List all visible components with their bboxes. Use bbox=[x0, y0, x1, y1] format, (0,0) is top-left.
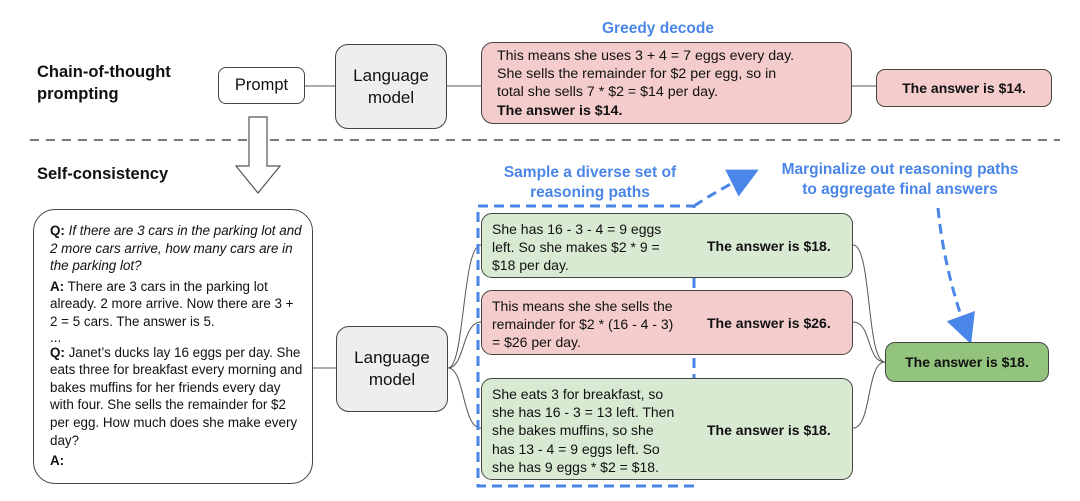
model-to-path3-curve bbox=[447, 367, 482, 429]
a1-prefix: A: bbox=[50, 278, 65, 294]
q1-prefix: Q: bbox=[50, 223, 65, 238]
marginalize-title: Marginalize out reasoning paths to aggre… bbox=[781, 161, 1019, 198]
hollow-down-arrow-icon bbox=[234, 116, 282, 194]
greedy-output-box: This means she uses 3 + 4 = 7 eggs every… bbox=[481, 42, 852, 124]
q1-text: If there are 3 cars in the parking lot a… bbox=[50, 223, 302, 274]
cot-section-label: Chain-of-thought prompting bbox=[37, 63, 171, 103]
language-model-label-bottom: Language model bbox=[354, 348, 430, 389]
model-to-path2-curve bbox=[447, 321, 482, 369]
q2-text: Janet’s ducks lay 16 eggs per day. She e… bbox=[50, 344, 303, 448]
self-consistency-section-label: Self-consistency bbox=[37, 165, 169, 183]
a2-prefix: A: bbox=[50, 453, 65, 469]
language-model-box-top: Language model bbox=[335, 44, 447, 129]
prompt-label: Prompt bbox=[234, 76, 289, 94]
greedy-output-answer: The answer is $14. bbox=[497, 102, 623, 119]
reasoning-path-2-answer: The answer is $26. bbox=[707, 315, 831, 331]
reasoning-path-3-text: She eats 3 for breakfast, so she has 16 … bbox=[492, 386, 675, 475]
sample-paths-title: Sample a diverse set of reasoning paths bbox=[503, 164, 677, 201]
prompt-a2: A: bbox=[50, 452, 304, 470]
greedy-final-answer-label: The answer is $14. bbox=[902, 80, 1026, 96]
reasoning-path-3-answer: The answer is $18. bbox=[707, 422, 831, 438]
few-shot-prompt-box: Q: If there are 3 cars in the parking lo… bbox=[33, 209, 313, 484]
prompt-ellipsis: ... bbox=[50, 329, 62, 345]
marginalize-arrow-left bbox=[693, 169, 759, 208]
language-model-label-top: Language model bbox=[353, 65, 429, 107]
model-to-path1-curve bbox=[447, 244, 482, 369]
path1-to-final-curve bbox=[852, 244, 886, 363]
reasoning-path-1-answer: The answer is $18. bbox=[707, 238, 831, 254]
prompt-q1: Q: If there are 3 cars in the parking lo… bbox=[50, 222, 304, 275]
greedy-output-text: This means she uses 3 + 4 = 7 eggs every… bbox=[497, 48, 795, 101]
prompt-a1: A: There are 3 cars in the parking lot a… bbox=[50, 278, 304, 331]
marginalize-arrow-down bbox=[936, 207, 975, 345]
a1-text: There are 3 cars in the parking lot alre… bbox=[50, 278, 294, 329]
reasoning-path-2-text: This means she she sells the remainder f… bbox=[492, 298, 674, 351]
reasoning-path-2: This means she she sells the remainder f… bbox=[481, 290, 853, 355]
prompt-box: Prompt bbox=[218, 67, 305, 104]
path3-to-final-curve bbox=[852, 361, 886, 429]
reasoning-path-1-text: She has 16 - 3 - 4 = 9 eggs left. So she… bbox=[492, 221, 662, 274]
aggregated-final-answer-label: The answer is $18. bbox=[905, 354, 1029, 370]
reasoning-path-3: She eats 3 for breakfast, so she has 16 … bbox=[481, 378, 853, 480]
reasoning-path-1: She has 16 - 3 - 4 = 9 eggs left. So she… bbox=[481, 213, 853, 278]
aggregated-final-answer: The answer is $18. bbox=[885, 342, 1049, 382]
greedy-final-answer: The answer is $14. bbox=[876, 69, 1052, 107]
path2-to-final-curve bbox=[852, 321, 886, 363]
language-model-box-bottom: Language model bbox=[336, 326, 448, 412]
prompt-q2: Q: Janet’s ducks lay 16 eggs per day. Sh… bbox=[50, 344, 304, 450]
q2-prefix: Q: bbox=[50, 344, 65, 360]
greedy-decode-title: Greedy decode bbox=[602, 20, 714, 37]
